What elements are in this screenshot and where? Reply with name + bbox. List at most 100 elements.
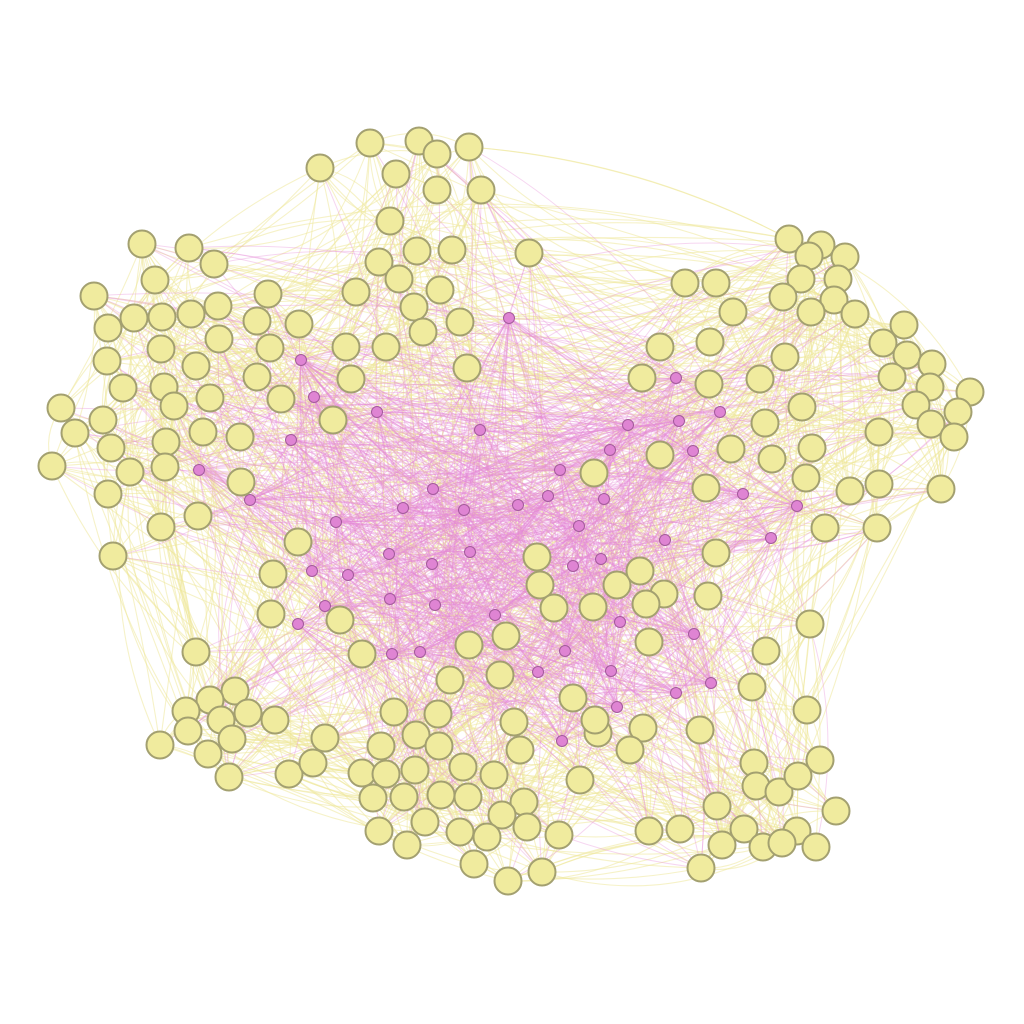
graph-edge <box>376 411 561 471</box>
graph-edge <box>559 341 711 471</box>
graph-edge <box>372 504 519 799</box>
small-node <box>193 464 205 476</box>
graph-edge <box>324 411 378 607</box>
large-node <box>558 683 588 713</box>
large-node <box>797 433 827 463</box>
graph-edge <box>463 449 611 511</box>
large-node <box>539 593 569 623</box>
graph-edge <box>372 504 519 799</box>
graph-edge <box>547 424 629 497</box>
large-node <box>452 353 482 383</box>
graph-edge <box>188 245 677 379</box>
small-node <box>383 548 395 560</box>
graph-edge <box>313 363 933 400</box>
graph-edge <box>187 488 942 732</box>
graph-edge <box>247 449 611 714</box>
graph-edge <box>505 504 520 637</box>
graph-edge <box>633 420 680 832</box>
graph-edge <box>505 635 560 836</box>
graph-edge <box>324 605 539 673</box>
graph-edge <box>391 317 510 655</box>
graph-edge <box>376 411 772 539</box>
graph-edge <box>324 601 695 635</box>
large-node <box>943 397 973 427</box>
large-node <box>602 570 632 600</box>
graph-edge <box>228 633 695 778</box>
graph-edge <box>74 432 187 712</box>
graph-edge <box>160 348 334 421</box>
large-node <box>701 268 731 298</box>
small-node <box>285 434 297 446</box>
graph-edge <box>274 509 465 721</box>
graph-edge <box>313 396 618 708</box>
graph-edge <box>479 429 549 497</box>
graph-edge <box>419 495 549 653</box>
large-node <box>810 513 840 543</box>
graph-edge <box>699 477 807 731</box>
graph-edge <box>693 633 720 807</box>
graph-edge <box>198 469 942 525</box>
graph-edge <box>269 347 602 560</box>
graph-edge <box>217 305 391 600</box>
graph-edge <box>517 424 629 506</box>
graph-edge <box>705 486 826 529</box>
graph-edge <box>332 407 798 507</box>
large-node <box>454 132 484 162</box>
large-node <box>140 265 170 295</box>
large-node <box>88 405 118 435</box>
graph-edge <box>469 504 519 553</box>
graph-edge <box>324 551 471 607</box>
graph-edge <box>256 376 436 606</box>
large-node <box>150 452 180 482</box>
graph-edge <box>663 593 755 764</box>
graph-edge <box>800 278 893 378</box>
graph-edge <box>388 498 605 555</box>
graph-edge <box>190 313 241 438</box>
graph-edge <box>627 424 723 846</box>
graph-edge <box>434 450 694 606</box>
large-node <box>868 328 898 358</box>
graph-edge <box>878 342 895 485</box>
large-node <box>347 639 377 669</box>
graph-edge <box>249 499 421 653</box>
graph-edge <box>578 420 680 527</box>
graph-edge <box>74 432 189 732</box>
graph-edge <box>347 321 461 576</box>
graph-edge <box>378 553 395 713</box>
small-node <box>426 558 438 570</box>
graph-edge <box>388 509 465 555</box>
large-node <box>695 327 725 357</box>
large-node <box>364 816 394 846</box>
graph-edge <box>402 507 612 672</box>
graph-edge <box>479 429 666 541</box>
small-node <box>714 406 726 418</box>
graph-edge <box>432 488 566 652</box>
large-node <box>634 816 664 846</box>
graph-edge <box>463 282 686 511</box>
graph-edge <box>197 493 744 517</box>
graph-edge <box>610 670 712 687</box>
graph-edge <box>388 404 917 555</box>
graph-edge <box>493 391 971 776</box>
graph-edge <box>564 450 694 652</box>
large-node <box>670 268 700 298</box>
graph-edge <box>468 377 677 646</box>
graph-edge <box>578 525 712 684</box>
large-node <box>792 695 822 725</box>
large-node <box>266 384 296 414</box>
graph-edge <box>274 616 695 721</box>
graph-edge <box>432 429 481 490</box>
graph-edge <box>795 477 811 625</box>
graph-edge <box>154 279 712 684</box>
graph-edge <box>369 142 893 378</box>
small-node <box>556 735 568 747</box>
graph-edge <box>160 346 347 362</box>
graph-edge <box>141 243 618 708</box>
graph-edge <box>537 671 702 869</box>
graph-edge <box>389 507 404 600</box>
graph-edge <box>324 509 465 607</box>
graph-edge <box>648 450 694 832</box>
graph-edge <box>256 345 387 378</box>
graph-edge <box>347 574 539 673</box>
graph-edge <box>648 299 835 643</box>
